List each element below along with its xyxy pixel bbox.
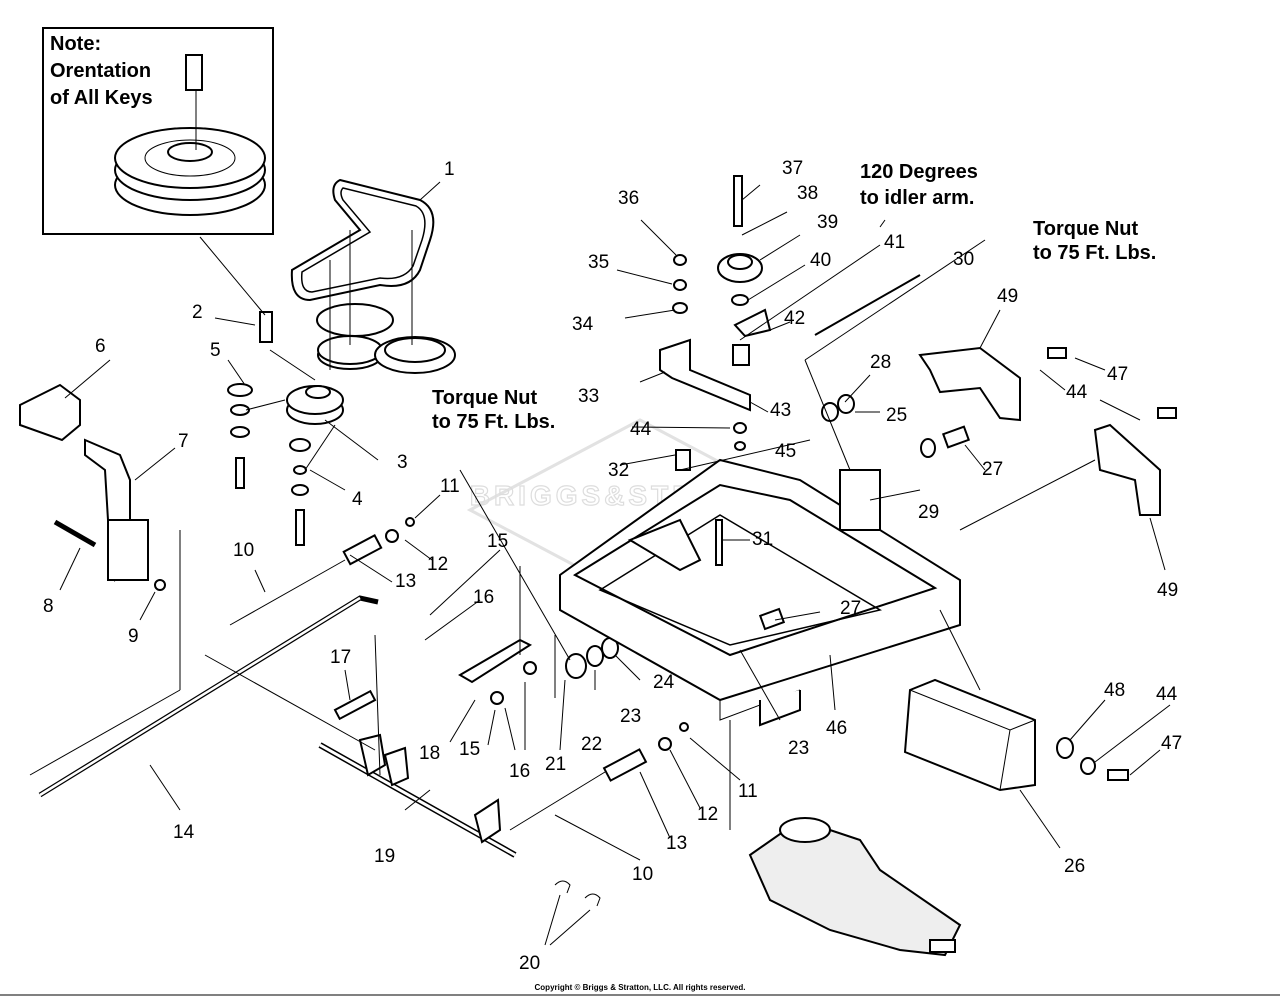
callout-42: 42: [784, 308, 805, 329]
callout-15: 15: [487, 531, 508, 552]
transaxle: [748, 817, 962, 957]
callout-34: 34: [572, 314, 594, 335]
callout-27a: 27: [982, 459, 1003, 480]
callout-49a: 49: [997, 286, 1018, 307]
leader-lines: [29, 181, 1171, 946]
callout-47b: 47: [1161, 733, 1182, 754]
callout-45: 45: [775, 441, 796, 462]
brackets-49: [918, 346, 1177, 516]
callout-47a: 47: [1107, 364, 1128, 385]
callout-35: 35: [588, 252, 609, 273]
torque-note-right-2: to 75 Ft. Lbs.: [1033, 242, 1156, 264]
callout-32: 32: [608, 460, 629, 481]
degrees-note-2: to idler arm.: [860, 187, 974, 209]
callout-16b: 16: [509, 761, 530, 782]
rod-30: [814, 274, 921, 336]
callout-9: 9: [128, 626, 139, 647]
degrees-note-1: 120 Degrees: [860, 161, 978, 183]
callout-44c: 44: [1156, 684, 1178, 705]
idler-parts-left: [227, 311, 336, 546]
callout-6: 6: [95, 336, 106, 357]
note-box: Note: Orentation of All Keys: [42, 27, 274, 235]
callout-16: 16: [473, 587, 494, 608]
callout-19: 19: [374, 846, 395, 867]
callout-12b: 12: [697, 804, 718, 825]
callout-2: 2: [192, 302, 203, 323]
note-line-3: of All Keys: [50, 87, 153, 109]
callout-8: 8: [43, 596, 54, 617]
callout-43: 43: [770, 400, 791, 421]
spring-17: [333, 689, 377, 721]
callout-44b: 44: [1066, 382, 1088, 403]
callout-18: 18: [419, 743, 440, 764]
washers-25-28: [821, 394, 855, 422]
fan-pulleys: [316, 230, 456, 374]
note-line-1: Note:: [50, 33, 101, 55]
callout-26: 26: [1064, 856, 1085, 877]
callout-41: 41: [884, 232, 905, 253]
callout-40: 40: [810, 250, 831, 271]
callout-22: 22: [581, 734, 602, 755]
callout-7: 7: [178, 431, 189, 452]
pedal-assembly: [19, 383, 166, 591]
drive-belt: [290, 178, 435, 302]
rod-14: [38, 595, 379, 798]
callout-11b: 11: [738, 781, 758, 802]
note-line-2: Orentation: [50, 60, 151, 82]
callout-44a: 44: [630, 419, 652, 440]
callout-15b: 15: [459, 739, 480, 760]
callout-20: 20: [519, 953, 540, 974]
callout-31: 31: [752, 529, 773, 550]
copyright-text: Copyright © Briggs & Stratton, LLC. All …: [535, 983, 746, 992]
callout-49b: 49: [1157, 580, 1178, 601]
lever-18: [458, 638, 537, 705]
part-26: [903, 678, 1129, 792]
callout-10b: 10: [632, 864, 653, 885]
callout-1: 1: [444, 159, 455, 180]
callout-4: 4: [352, 489, 363, 510]
callout-5: 5: [210, 340, 221, 361]
callout-38: 38: [797, 183, 818, 204]
callout-25: 25: [886, 405, 907, 426]
callout-36: 36: [618, 188, 639, 209]
torque-note-right-1: Torque Nut: [1033, 218, 1139, 240]
callout-10: 10: [233, 540, 254, 561]
callout-28: 28: [870, 352, 891, 373]
callout-12: 12: [427, 554, 448, 575]
callout-37: 37: [782, 158, 803, 179]
callout-27b: 27: [840, 598, 861, 619]
callout-14: 14: [173, 822, 195, 843]
torque-note-left-1: Torque Nut: [432, 387, 538, 409]
callout-21: 21: [545, 754, 566, 775]
pulley-3: [286, 385, 344, 425]
bolts-27: [758, 425, 971, 631]
callout-24: 24: [653, 672, 675, 693]
callout-13b: 13: [666, 833, 687, 854]
callout-labels: 1 2 3 4 5 6 7 8 9 10 11 12 13 14 15 16 1…: [43, 158, 1182, 974]
callout-30: 30: [953, 249, 974, 270]
key-pulley-illustration: [114, 54, 266, 216]
callout-29: 29: [918, 502, 939, 523]
callout-39: 39: [817, 212, 838, 233]
clips-20: [554, 880, 601, 907]
torque-note-left-2: to 75 Ft. Lbs.: [432, 411, 555, 433]
callout-48: 48: [1104, 680, 1125, 701]
callout-33: 33: [578, 386, 599, 407]
callout-11: 11: [440, 476, 460, 497]
callout-46: 46: [826, 718, 847, 739]
callout-17: 17: [330, 647, 351, 668]
callout-23b: 23: [788, 738, 809, 759]
callout-3: 3: [397, 452, 408, 473]
idler-stack: [672, 175, 772, 451]
callout-23: 23: [620, 706, 641, 727]
callout-13: 13: [395, 571, 416, 592]
